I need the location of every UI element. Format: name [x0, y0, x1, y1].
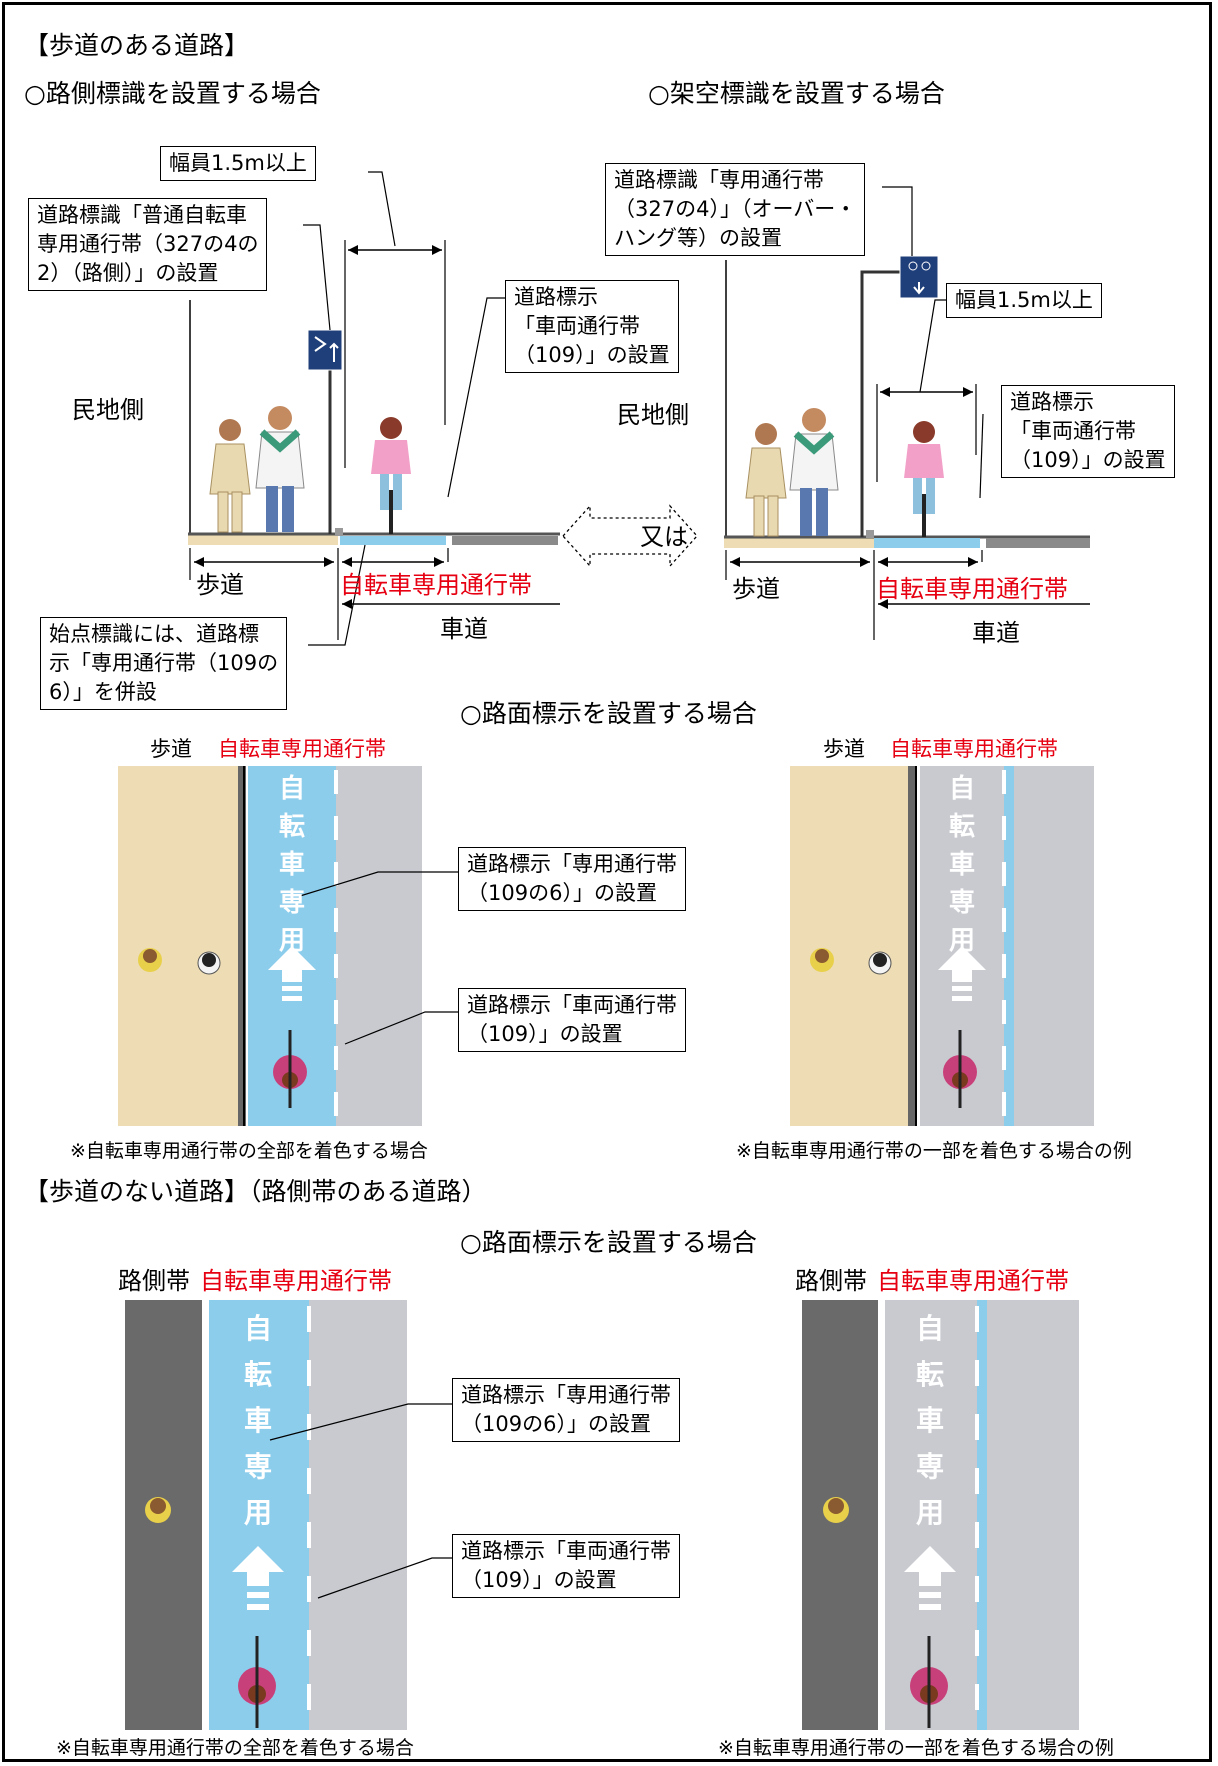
note-full-1: ※自転車専用通行帯の全部を着色する場合	[70, 1140, 428, 1162]
top-view-pedestrian-icons	[138, 948, 221, 975]
width-box-left: 幅員1.5m以上	[160, 146, 316, 181]
section-title-sidewalk: 【歩道のある道路】	[24, 31, 250, 60]
note-partial-2: ※自転車専用通行帯の一部を着色する場合の例	[718, 1737, 1114, 1759]
plan2-sidewalk-label: 歩道	[823, 737, 865, 761]
marking-109-box-left: 道路標示 「車両通行帯 （109）」の設置	[505, 280, 679, 373]
marking-exclusive-box-2: 道路標示「専用通行帯 （109の6）」の設置	[452, 1378, 680, 1442]
roadside-sign-icon	[307, 329, 343, 371]
lane-text-1: 自転車専用	[278, 774, 305, 956]
or-label: 又は	[640, 523, 688, 551]
pedestrian-man-icon-2	[789, 408, 839, 536]
pedestrian-woman-icon	[209, 419, 251, 533]
start-sign-box: 始点標識には、道路標 示「専用通行帯（109の 6）」を併設	[40, 617, 288, 710]
pedestrian-woman-icon-2	[745, 423, 787, 537]
marking-109-box-right: 道路標示 「車両通行帯 （109）」の設置	[1001, 385, 1175, 478]
marking-vehicle-box-1: 道路標示「車両通行帯 （109）」の設置	[458, 988, 686, 1052]
surface-case-heading-1: ○路面標示を設置する場合	[460, 699, 757, 728]
roadside-sign-box: 道路標識「普通自転車 専用通行帯（327の4の 2）（路側）」の設置	[28, 198, 268, 291]
right-cross-section	[724, 186, 1090, 640]
sidewalk-strip	[188, 535, 338, 545]
road-strip	[452, 536, 558, 545]
arrow-icon	[268, 946, 316, 982]
marking-vehicle-box-2: 道路標示「車両通行帯 （109）」の設置	[452, 1534, 680, 1598]
roadway-label-right: 車道	[972, 619, 1020, 647]
plan3-bike-lane-label: 自転車専用通行帯	[200, 1267, 392, 1295]
private-side-label-right: 民地側	[617, 401, 689, 429]
or-arrow-icon	[562, 504, 698, 568]
private-side-label-left: 民地側	[72, 396, 144, 424]
left-cross-section	[188, 171, 560, 646]
plan4-shoulder-label: 路側帯	[795, 1267, 867, 1295]
lane-text-2: 自転車専用	[948, 774, 975, 956]
bike-lane-strip	[340, 536, 446, 545]
note-full-2: ※自転車専用通行帯の全部を着色する場合	[56, 1737, 414, 1759]
lane-text-3: 自転車専用	[243, 1312, 272, 1529]
width-box-right: 幅員1.5m以上	[946, 283, 1102, 318]
sidewalk-label-left: 歩道	[196, 571, 244, 599]
pedestrian-man-icon	[255, 406, 305, 532]
surface-case-heading-2: ○路面標示を設置する場合	[460, 1228, 757, 1257]
cyclist-icon	[371, 417, 411, 534]
lane-text-4: 自転車専用	[915, 1312, 944, 1529]
roadside-case-heading: ○路側標識を設置する場合	[24, 79, 321, 108]
section-title-no-sidewalk: 【歩道のない道路】（路側帯のある道路）	[24, 1177, 487, 1206]
bike-lane-label-right: 自転車専用通行帯	[876, 575, 1068, 603]
top-view-cyclist-icon	[273, 1030, 307, 1108]
plan2-bike-lane-label: 自転車専用通行帯	[890, 737, 1058, 761]
plan3-shoulder-label: 路側帯	[118, 1267, 190, 1295]
plan4-bike-lane-label: 自転車専用通行帯	[877, 1267, 1069, 1295]
bike-lane-label-left: 自転車専用通行帯	[340, 571, 532, 599]
note-partial-1: ※自転車専用通行帯の一部を着色する場合の例	[736, 1140, 1132, 1162]
overhead-case-heading: ○架空標識を設置する場合	[648, 79, 945, 108]
roadway-label-left: 車道	[440, 615, 488, 643]
plan1-sidewalk-label: 歩道	[150, 737, 192, 761]
sidewalk-label-right: 歩道	[732, 575, 780, 603]
cyclist-icon-2	[904, 421, 944, 537]
marking-exclusive-box-1: 道路標示「専用通行帯 （109の6）」の設置	[458, 847, 686, 911]
plan1-bike-lane-label: 自転車専用通行帯	[218, 737, 386, 761]
overhead-sign-box: 道路標識「専用通行帯 （327の4）」（オーバー・ ハング等）の設置	[605, 163, 866, 256]
